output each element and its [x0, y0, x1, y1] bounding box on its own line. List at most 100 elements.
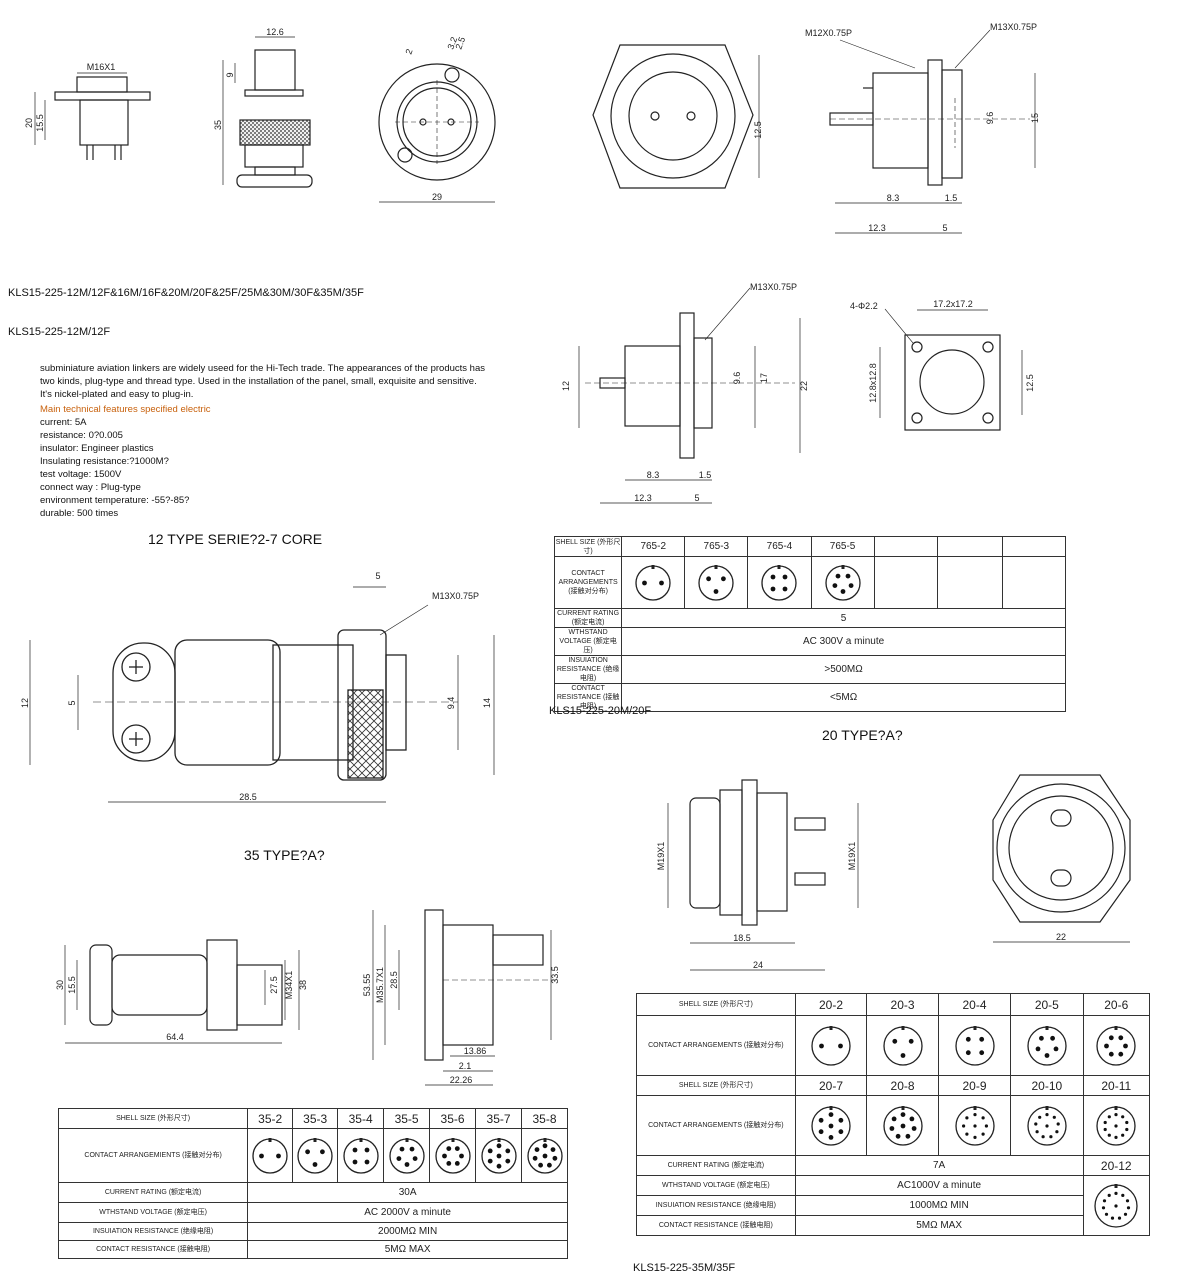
dim-9-6b: 9.6	[732, 372, 742, 385]
t12-voltage-label: WTHSTAND VOLTAGE (额定电压)	[553, 627, 623, 656]
t35-contact-res: 5MΩ MAX	[247, 1240, 568, 1259]
t20-size-5: 20-6	[1082, 993, 1150, 1016]
t12-insulation: >500MΩ	[621, 655, 1066, 684]
contact-pin	[312, 1161, 318, 1167]
t35-size-6: 35-7	[475, 1108, 523, 1129]
t35-voltage: AC 2000V a minute	[247, 1202, 568, 1223]
drawing-square-flange-front: 4-Φ2.2 17.2x17.2 12.8x12.8 12.5	[850, 299, 1035, 431]
pin-layout-icon	[434, 1137, 471, 1174]
contact-pin	[900, 1111, 905, 1117]
pin-layout-icon	[811, 1105, 851, 1146]
contact-pin	[1118, 1051, 1124, 1057]
contact-pin	[965, 1049, 971, 1055]
dim-12-5b: 12.5	[1025, 374, 1035, 392]
t20-insulation-label: INSUIATION RESISTANCE (绝缘电阻)	[636, 1195, 796, 1216]
t20-shell-label-2: SHELL SIZE (外形尺寸)	[636, 1075, 796, 1096]
t20-voltage-label: WTHSTAND VOLTAGE (额定电压)	[636, 1175, 796, 1196]
t12-size-1: 765-2	[621, 536, 686, 557]
contact-pin	[965, 1036, 971, 1042]
t12-insulation-label: INSUIATION RESISTANCE (绝缘电阻)	[553, 655, 623, 684]
contact-pin	[504, 1158, 510, 1163]
spec-insulating-resistance: Insulating resistance:?1000M?	[40, 456, 169, 467]
t20-size-4: 20-5	[1010, 993, 1084, 1016]
dim-9-6: 9.6	[985, 112, 995, 125]
contact-pin	[552, 1155, 557, 1161]
dim-m13: M13X0.75P	[990, 22, 1037, 32]
contact-pin	[981, 1132, 985, 1136]
contact-pin	[835, 573, 840, 578]
type20-caption: 20 TYPE?A?	[822, 727, 903, 743]
type35-caption: 35 TYPE?A?	[244, 847, 325, 863]
dim-phi2: 2	[403, 48, 414, 56]
contact-pin	[542, 1153, 547, 1158]
contact-pin	[1109, 1034, 1114, 1040]
t35-size-5: 35-6	[429, 1108, 477, 1129]
contact-pin	[1105, 1212, 1109, 1216]
contact-pin	[828, 1134, 834, 1140]
dim-29: 29	[432, 192, 442, 202]
contact-pin	[972, 1135, 977, 1139]
dim-m35: M35.7X1	[375, 967, 385, 1003]
contact-pin	[984, 1123, 988, 1128]
t12-current: 5	[621, 608, 1066, 628]
contact-pin	[895, 1133, 901, 1139]
contact-pin	[905, 1133, 910, 1139]
contact-pin	[1107, 1133, 1112, 1137]
t35-contact-4	[383, 1128, 431, 1183]
pin-layout-icon	[954, 1025, 995, 1066]
drawing-square-flange-side: M13X0.75P 12 9.6 17 22 8.3 1.5 12.3 5	[561, 282, 809, 504]
drawing-plug-side: 5 M13X0.75P 12 5 9.4 14 28.5	[20, 571, 495, 803]
contact-pin	[909, 1116, 914, 1121]
t35-contact-5	[429, 1128, 477, 1183]
contact-pin	[713, 588, 719, 594]
contact-pin	[1038, 1035, 1044, 1041]
contact-pin	[818, 1117, 824, 1123]
t35-shell-label: SHELL SIZE (外形尺寸)	[57, 1108, 249, 1129]
sub-title-12: KLS15-225-12M/12F	[8, 326, 111, 338]
t20-contact-label-1: CONTACT ARRANGEMENTS (接触对分布)	[636, 1015, 796, 1076]
contact-pin	[838, 1043, 843, 1048]
drawing-hex-20: 22	[992, 774, 1131, 943]
contact-pin	[889, 1125, 894, 1131]
contact-pin	[1055, 1129, 1059, 1133]
contact-pin	[1118, 1034, 1124, 1040]
contact-pin	[1121, 1193, 1125, 1197]
dim-12-5: 12.5	[753, 121, 763, 139]
drawing-panel-socket-side: M12X0.75P M13X0.75P 9.6 15 8.3 1.5 12.3 …	[805, 22, 1040, 234]
contact-pin	[542, 1142, 547, 1148]
dim-20: 20	[24, 118, 34, 128]
t20-shell-label-1: SHELL SIZE (外形尺寸)	[636, 993, 796, 1016]
t12-contact-res: <5MΩ	[621, 683, 1066, 712]
contact-pin	[1124, 1212, 1128, 1216]
contact-pin	[1111, 1216, 1115, 1220]
main-title: KLS15-225-12M/12F&16M/16F&20M/20F&25F/25…	[8, 287, 364, 299]
pin-layout-icon	[811, 1025, 851, 1066]
contact-pin	[1103, 1127, 1108, 1131]
contact-pin	[964, 1132, 968, 1136]
contact-pin	[1103, 1120, 1108, 1124]
dim-64-4: 64.4	[166, 1032, 184, 1042]
t35-contact-3	[337, 1128, 385, 1183]
contact-pin	[828, 1111, 834, 1117]
t12-current-label: CURRENT RATING (额定电流)	[553, 608, 623, 628]
dim-22b: 22	[1056, 932, 1066, 942]
drawing-side-m16: M16X1 20 15.5	[24, 62, 151, 160]
contact-pin	[783, 574, 788, 579]
dim-8-3b: 8.3	[647, 470, 660, 480]
drawing-m19-side: M19X1 M19X1 18.5 24	[656, 779, 859, 971]
contact-pin	[771, 574, 776, 579]
contact-pin	[900, 1052, 905, 1058]
dim-1-5b: 1.5	[699, 470, 712, 480]
sub-title-20: KLS15-225-20M/20F	[549, 705, 652, 717]
dim-53-55: 53.55	[362, 974, 372, 997]
contact-pin	[964, 1115, 968, 1119]
contact-pin	[276, 1153, 282, 1158]
contact-pin	[496, 1142, 501, 1148]
contact-pin	[1104, 1043, 1110, 1048]
pin-layout-icon	[824, 564, 861, 601]
contact-pin	[445, 1160, 451, 1166]
dim-17-2: 17.2x17.2	[933, 299, 973, 309]
t20-size-7: 20-8	[866, 1075, 939, 1096]
plug-dim-m13: M13X0.75P	[432, 591, 479, 601]
contact-pin	[454, 1160, 460, 1166]
